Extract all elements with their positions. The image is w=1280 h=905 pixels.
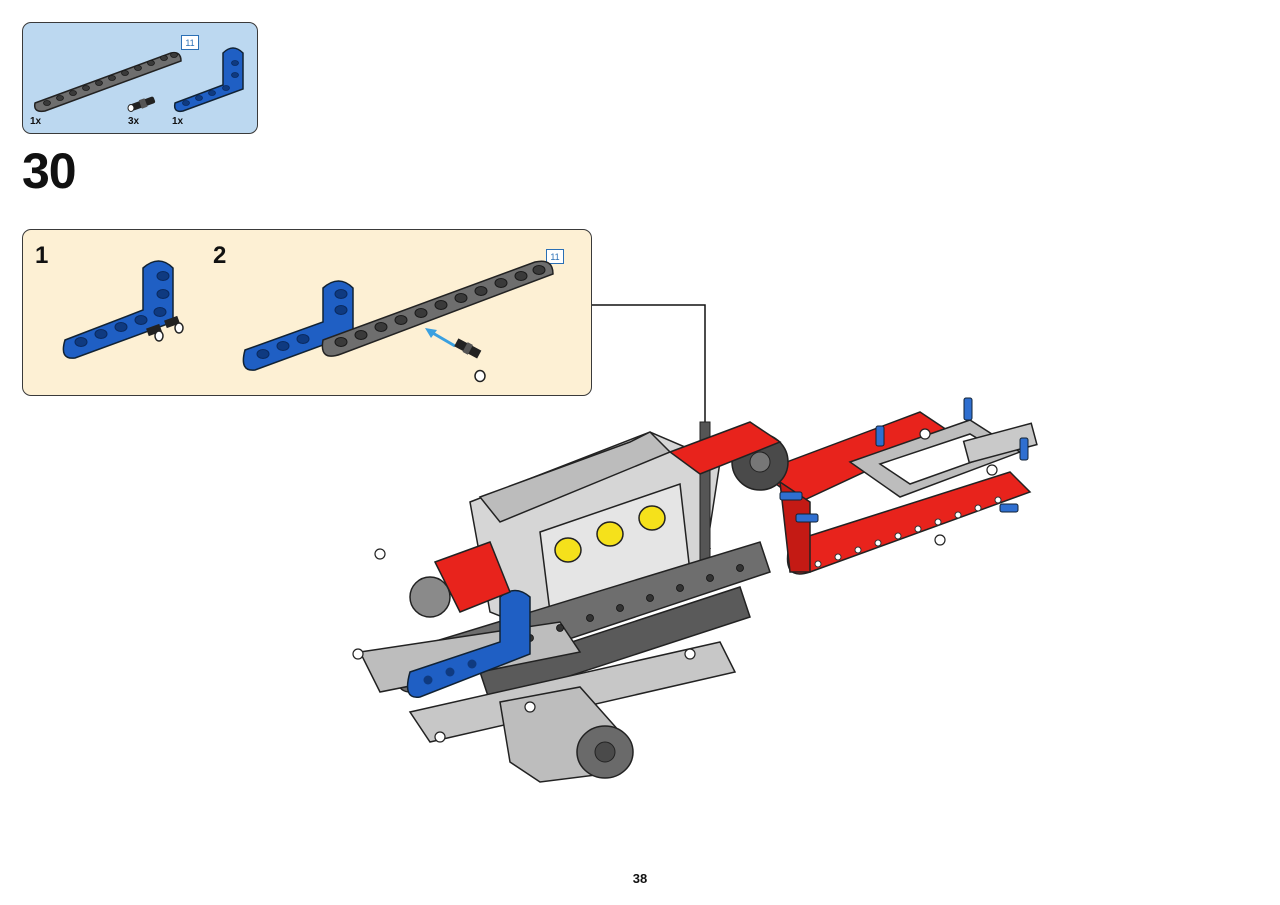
pin-part bbox=[127, 96, 156, 112]
front-red-block bbox=[433, 541, 511, 613]
grey-rear-frame bbox=[848, 419, 1038, 498]
substep1-l-beam bbox=[62, 260, 184, 359]
step-number: 30 bbox=[22, 143, 77, 199]
pin bbox=[454, 338, 486, 383]
substep-number: 1 bbox=[35, 242, 49, 269]
substep-illustration bbox=[62, 260, 554, 383]
pin bbox=[146, 315, 184, 342]
beam-length-badge: 11 bbox=[546, 249, 564, 264]
part-qty: 1x bbox=[30, 116, 42, 127]
insert-arrow bbox=[425, 328, 456, 348]
page-number: 38 bbox=[632, 871, 648, 886]
front-blue-l-beam bbox=[406, 589, 531, 699]
substep-number: 2 bbox=[213, 242, 227, 269]
parts-list-illustration bbox=[33, 47, 244, 113]
model-assembly bbox=[352, 397, 1038, 783]
front-gear bbox=[409, 576, 451, 618]
part-qty: 3x bbox=[128, 116, 140, 127]
grey-beam-part bbox=[33, 51, 182, 113]
blue-pins bbox=[779, 397, 1029, 523]
substep2-assembly bbox=[242, 260, 554, 383]
white-pins bbox=[352, 428, 998, 743]
substep-box: 1 2 11 bbox=[22, 229, 592, 396]
part-qty: 1x bbox=[172, 116, 184, 127]
beam-length-badge: 11 bbox=[181, 35, 199, 50]
blue-l-beam-part bbox=[173, 47, 244, 113]
differential-housing bbox=[499, 686, 634, 783]
parts-list-box: 1x 3x 1x 11 bbox=[22, 22, 258, 134]
